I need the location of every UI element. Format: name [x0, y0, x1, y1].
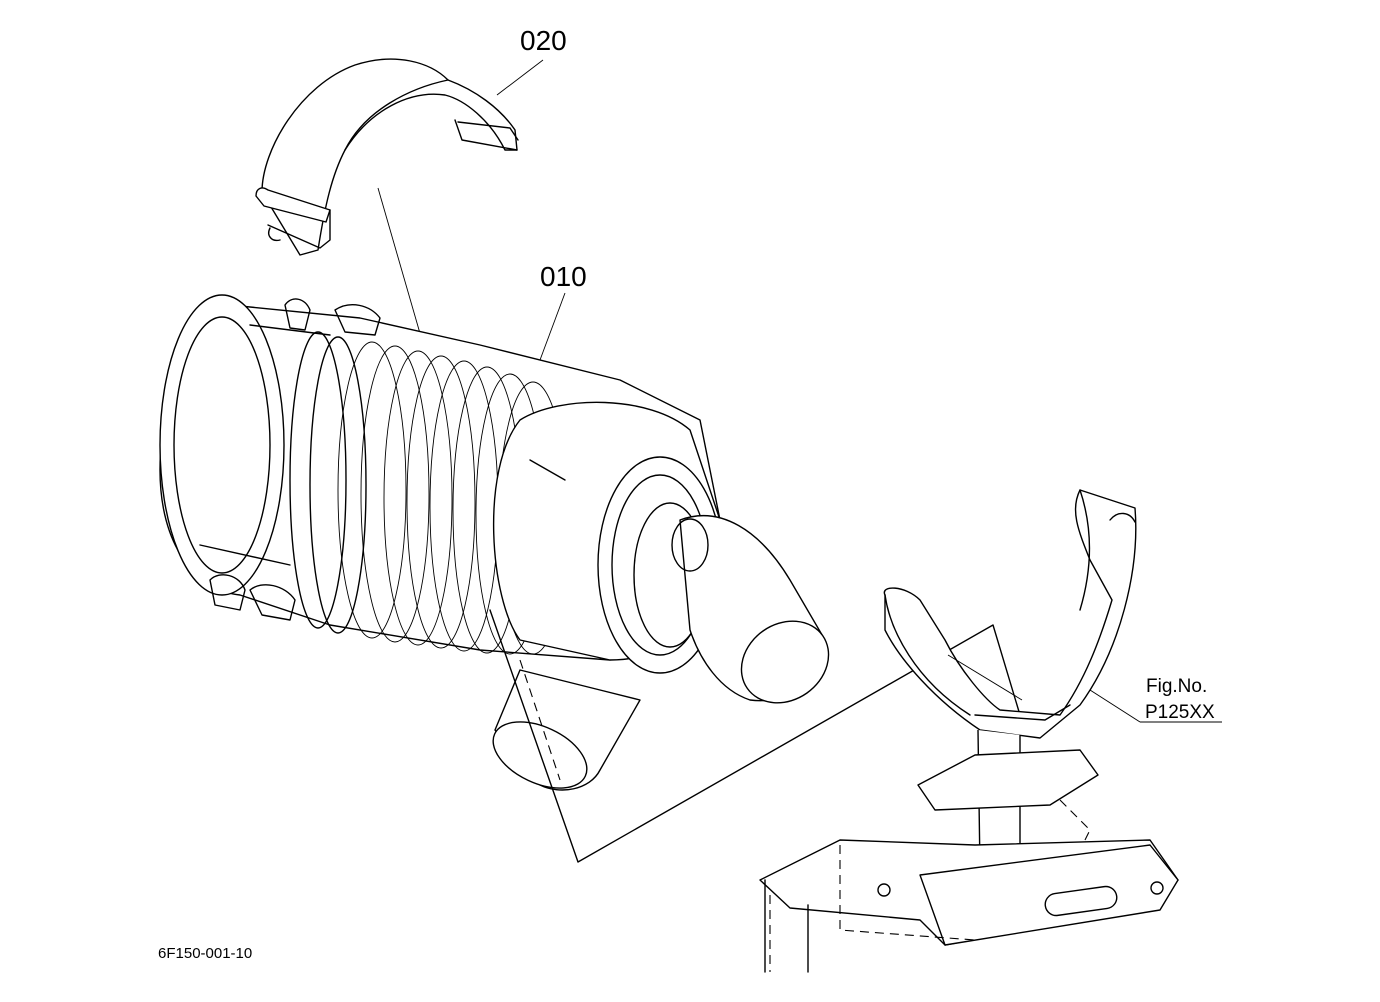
- clamp-band-part: [255, 58, 519, 256]
- leader-line-020: [496, 59, 544, 96]
- assembly-guide-dashed: [519, 659, 561, 781]
- leader-line-010: [539, 292, 566, 361]
- figure-reference-label: Fig.No.: [1146, 676, 1207, 697]
- callout-010: 010: [540, 261, 587, 292]
- drawing-code: 6F150-001-10: [158, 945, 252, 962]
- figure-reference-number: P125XX: [1145, 702, 1215, 723]
- assembly-guide-line: [489, 609, 1021, 863]
- bracket-frame-part: [759, 489, 1179, 973]
- air-cleaner-part: [159, 294, 830, 791]
- callout-020: 020: [520, 25, 567, 56]
- leader-line-figref: [1089, 689, 1141, 723]
